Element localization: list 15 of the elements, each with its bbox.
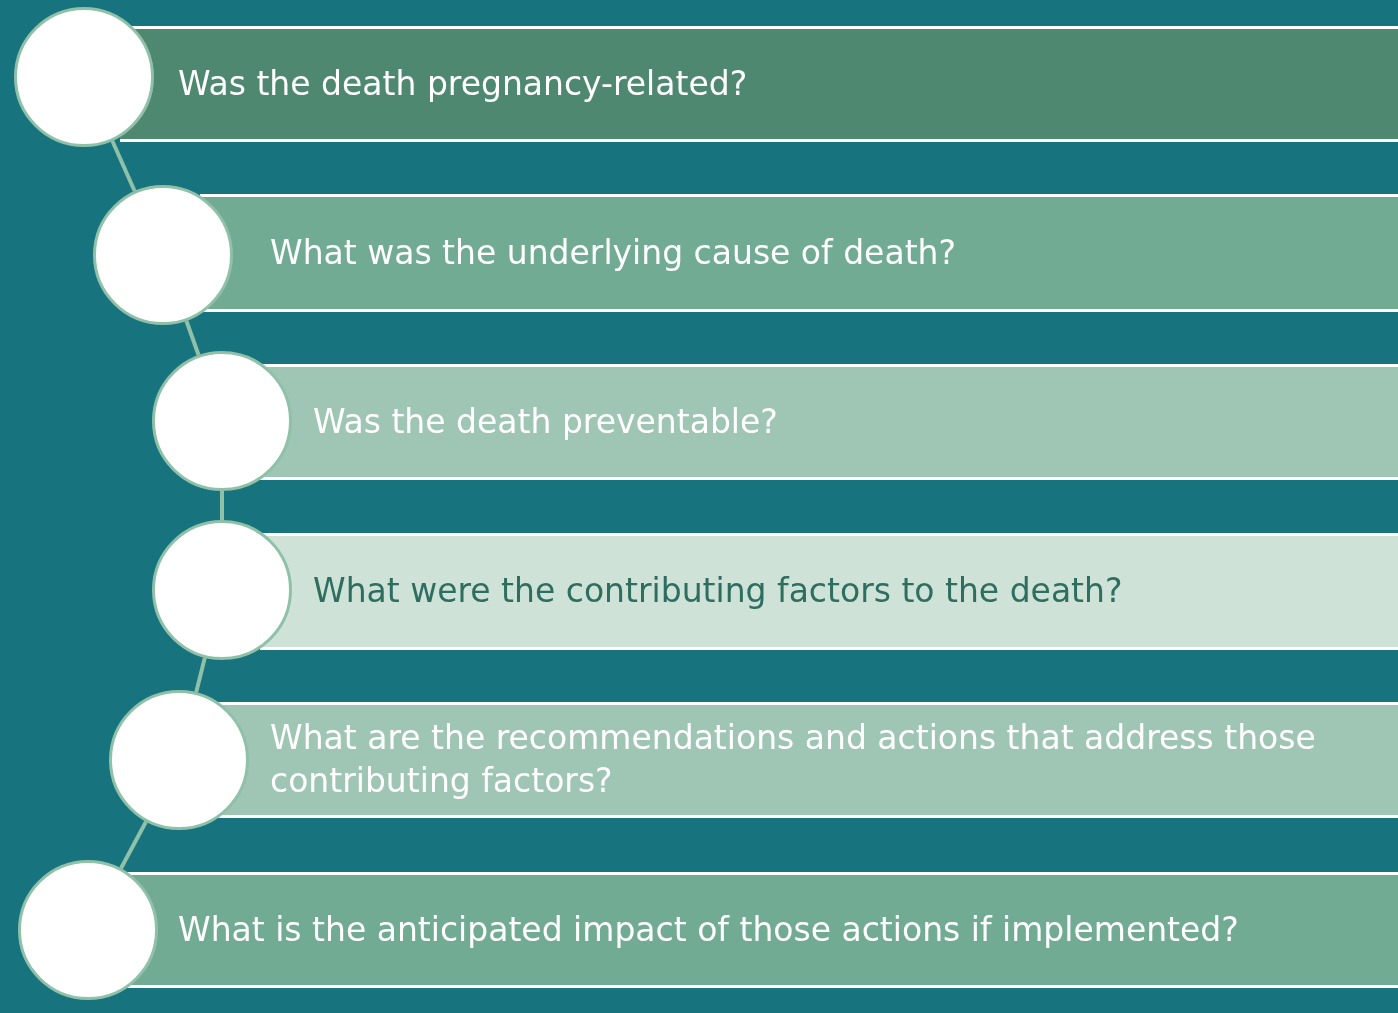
question-text: Was the death pregnancy-related? [178, 62, 749, 105]
connector-line [110, 140, 137, 192]
question-bar [260, 364, 1398, 480]
connector-line [194, 657, 207, 693]
question-text: What is the anticipated impact of those actions if implemented? [178, 908, 1240, 951]
question-bar [260, 533, 1398, 650]
question-text: What are the recommendations and actions that address those contributing factors? [270, 717, 1317, 802]
connector-line [220, 491, 224, 520]
connector-line [119, 820, 148, 870]
question-text: Was the death preventable? [313, 400, 779, 443]
question-text: What was the underlying cause of death? [270, 231, 957, 274]
question-text: What were the contributing factors to the death? [313, 570, 1124, 613]
connector-line [184, 320, 201, 356]
question-bar [120, 26, 1398, 142]
question-bar [200, 194, 1398, 312]
